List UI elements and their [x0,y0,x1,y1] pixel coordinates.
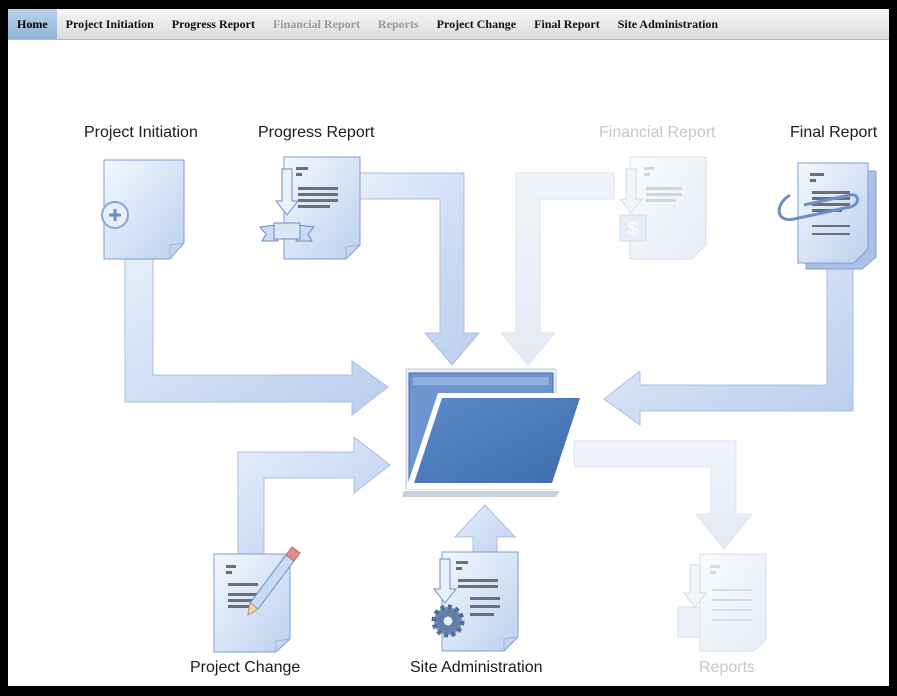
caption-financial-report: Financial Report [599,124,716,141]
node-reports [677,553,767,652]
down-arrow-icon [274,168,300,216]
nav-tab-home[interactable]: Home [8,9,57,39]
caption-project-change[interactable]: Project Change [190,659,301,676]
nav-tab-progress-report[interactable]: Progress Report [171,16,255,31]
node-final-report[interactable] [777,162,877,270]
flow-arrow-progress-report [359,172,481,366]
caption-site-administration[interactable]: Site Administration [410,659,543,676]
document-shape [103,159,185,260]
svg-text:$: $ [628,219,638,239]
node-project-initiation[interactable] [101,159,185,260]
dollar-icon: $ [619,214,647,242]
nav-tab-project-change[interactable]: Project Change [436,16,517,31]
text-lines [456,561,500,616]
stacked-page [677,606,701,638]
nav-tab-final-report[interactable]: Final Report [534,16,600,31]
flow-arrow-reports [573,440,754,550]
flow-arrow-project-change [237,435,391,555]
page-frame: Home Project Initiation Progress Report … [8,9,889,686]
text-lines [296,167,338,208]
text-lines [710,565,752,621]
document-shape [629,156,707,260]
add-document-icon [101,201,129,229]
document-shape [441,551,519,652]
nav-tab-site-administration[interactable]: Site Administration [617,16,719,31]
nav-tab-project-initiation[interactable]: Project Initiation [65,16,154,31]
pencil-icon [247,546,301,616]
down-arrow-icon [432,558,458,604]
folder-icon [402,368,586,497]
ribbon-icon [259,222,315,242]
paperclip-icon [777,193,859,222]
document-shape [699,553,767,652]
node-progress-report[interactable] [259,156,361,260]
flow-arrow-financial-report [499,172,615,366]
flow-arrow-project-initiation [124,258,389,417]
down-arrow-icon [682,564,708,608]
text-lines [644,167,682,202]
text-lines [226,565,264,608]
main-navbar: Home Project Initiation Progress Report … [8,9,889,40]
caption-final-report[interactable]: Final Report [790,124,878,141]
flow-arrow-final-report [603,262,854,426]
node-financial-report: $ [618,156,707,260]
node-project-change[interactable] [213,546,301,653]
workflow-diagram: $ [101,156,877,653]
gear-icon [431,604,465,638]
down-arrow-icon [618,168,644,214]
caption-reports: Reports [699,659,756,676]
document-shape [797,162,869,264]
nav-tab-financial-report: Financial Report [272,16,360,31]
caption-project-initiation[interactable]: Project Initiation [84,124,198,141]
nav-tab-reports: Reports [377,16,419,31]
node-site-administration[interactable] [431,551,519,652]
caption-progress-report[interactable]: Progress Report [258,124,375,141]
